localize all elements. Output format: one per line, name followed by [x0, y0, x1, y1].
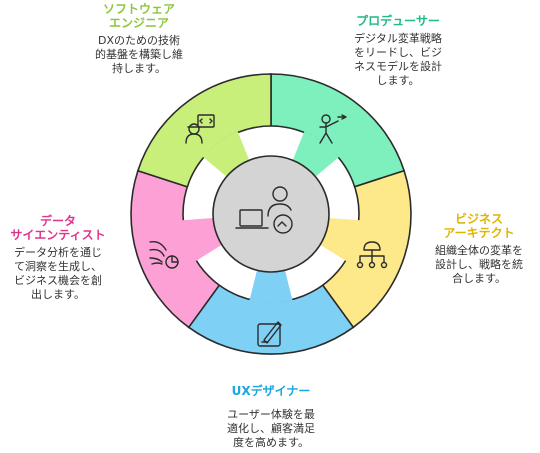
role-description: データ分析を通じ て洞察を生成し、 ビジネス機会を創 出します。: [14, 246, 102, 301]
center-circle: [212, 155, 330, 273]
role-title: ソフトウェア エンジニア: [102, 2, 175, 30]
role-ux-designer: UXデザイナー ユーザー体験を最 適化し、顧客満足 度を高めます。: [206, 384, 336, 450]
role-title: UXデザイナー: [231, 384, 311, 398]
role-title: データ サイエンティスト: [10, 214, 106, 242]
role-description: 組織全体の変革を 設計し、戦略を統 合します。: [435, 244, 523, 285]
role-business-architect: ビジネス アーキテクト 組織全体の変革を 設計し、戦略を統 合します。: [420, 212, 538, 286]
connector-ux-designer: [249, 268, 293, 304]
design-tablet-icon: [257, 321, 282, 347]
role-description: DXのための技術 的基盤を構築し維 持します。: [95, 34, 183, 75]
connector-business-architect: [318, 217, 360, 262]
role-producer: プロデューサー デジタル変革戦略 をリードし、ビジ ネスモデルを設計 します。: [334, 14, 462, 88]
role-title: ビジネス アーキテクト: [443, 212, 515, 240]
role-software-engineer: ソフトウェア エンジニア DXのための技術 的基盤を構築し維 持します。: [84, 2, 194, 76]
data-flow-icon: [149, 240, 179, 269]
network-icon: [356, 241, 388, 269]
role-title: プロデューサー: [356, 14, 440, 28]
role-description: デジタル変革戦略 をリードし、ビジ ネスモデルを設計 します。: [354, 32, 442, 87]
laptop-user-icon: [235, 186, 293, 234]
connector-data-scientist: [182, 217, 224, 262]
presenter-icon: [319, 114, 347, 144]
engineer-icon: [185, 114, 215, 144]
role-data-scientist: データ サイエンティスト データ分析を通じ て洞察を生成し、 ビジネス機会を創 …: [0, 214, 116, 302]
role-description: ユーザー体験を最 適化し、顧客満足 度を高めます。: [227, 408, 315, 449]
